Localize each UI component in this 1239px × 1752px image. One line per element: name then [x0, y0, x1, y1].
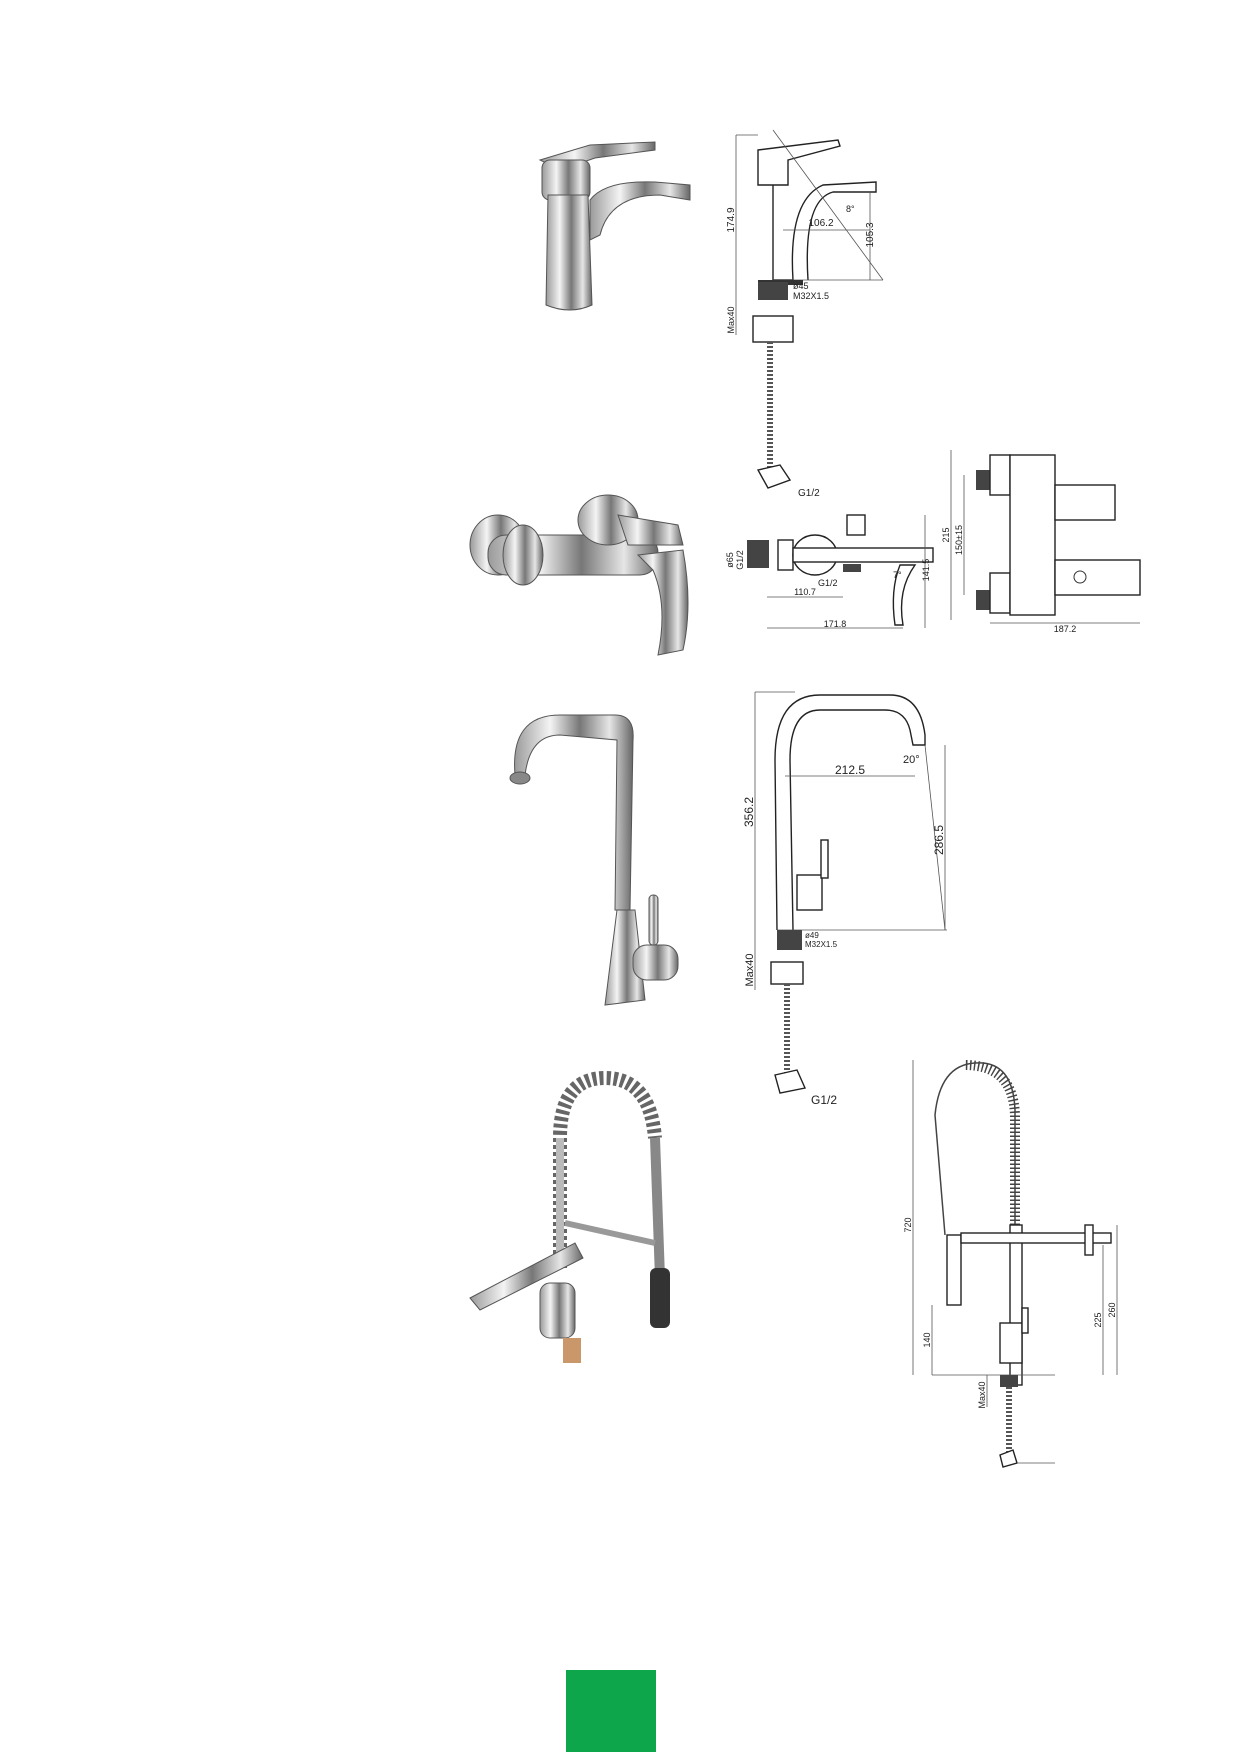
bath-mixer-photo [468, 485, 708, 660]
dim-max-deck: Max40 [726, 306, 736, 333]
dim-angle-3: 20° [903, 754, 920, 766]
page-number-tab [566, 1670, 656, 1752]
dim-depth: 187.2 [1054, 624, 1077, 634]
dim-spout-height-3: 286.5 [932, 825, 946, 855]
dim-side-height-a: 225 [1093, 1312, 1103, 1327]
dim-reach-3: 212.5 [835, 763, 865, 777]
dim-outlet: G1/2 [818, 578, 838, 588]
dim-centers: 150±15 [954, 525, 964, 555]
dim-angle: 8° [846, 204, 855, 214]
basin-mixer-drawing: 174.9 105.3 106.2 8° ø45 M32X1.5 Max40 G… [726, 129, 888, 500]
dim-connection: G1/2 [798, 488, 820, 499]
dim-spout-height: 105.3 [865, 222, 876, 247]
bath-mixer-side-drawing: 215 150±15 187.2 [940, 445, 1145, 635]
pull-down-spring-mixer-drawing: 720 140 225 260 Max40 [895, 1055, 1135, 1470]
pull-down-spring-mixer-photo [465, 1068, 690, 1388]
dim-thread: M32X1.5 [793, 291, 829, 301]
dim-angle-2: 7° [893, 570, 902, 580]
dim-inlet: G1/2 [735, 550, 745, 570]
basin-mixer-photo [530, 140, 700, 325]
dim-spout-reach: 110.7 [794, 587, 816, 597]
dim-connection-3: G1/2 [811, 1093, 837, 1107]
dim-base-dia-3: ø49 [805, 931, 819, 940]
dim-height-3: 356.2 [742, 797, 756, 827]
dim-height-2: 141.5 [921, 559, 931, 582]
dim-max-deck-3: Max40 [744, 953, 756, 986]
kitchen-mixer-drawing: 356.2 212.5 20° 286.5 ø49 M32X1.5 Max40 … [735, 690, 950, 1110]
dim-base-dia: ø45 [793, 281, 809, 291]
bath-mixer-front-drawing: ø65 G1/2 G1/2 7° 110.7 171.8 141.5 [725, 510, 940, 640]
dim-eccentric-dia: ø65 [725, 552, 735, 568]
dim-thread-3: M32X1.5 [805, 940, 838, 949]
dim-overall-width: 171.8 [824, 619, 847, 629]
dim-base-height-4: 140 [922, 1332, 932, 1347]
dim-max-deck-4: Max40 [977, 1381, 987, 1408]
dim-total-height: 215 [941, 527, 951, 542]
dim-reach: 106.2 [808, 218, 833, 229]
kitchen-mixer-photo [505, 710, 705, 1010]
dim-height: 174.9 [726, 207, 737, 232]
dim-side-height-b: 260 [1107, 1302, 1117, 1317]
dim-height-4: 720 [903, 1217, 913, 1232]
